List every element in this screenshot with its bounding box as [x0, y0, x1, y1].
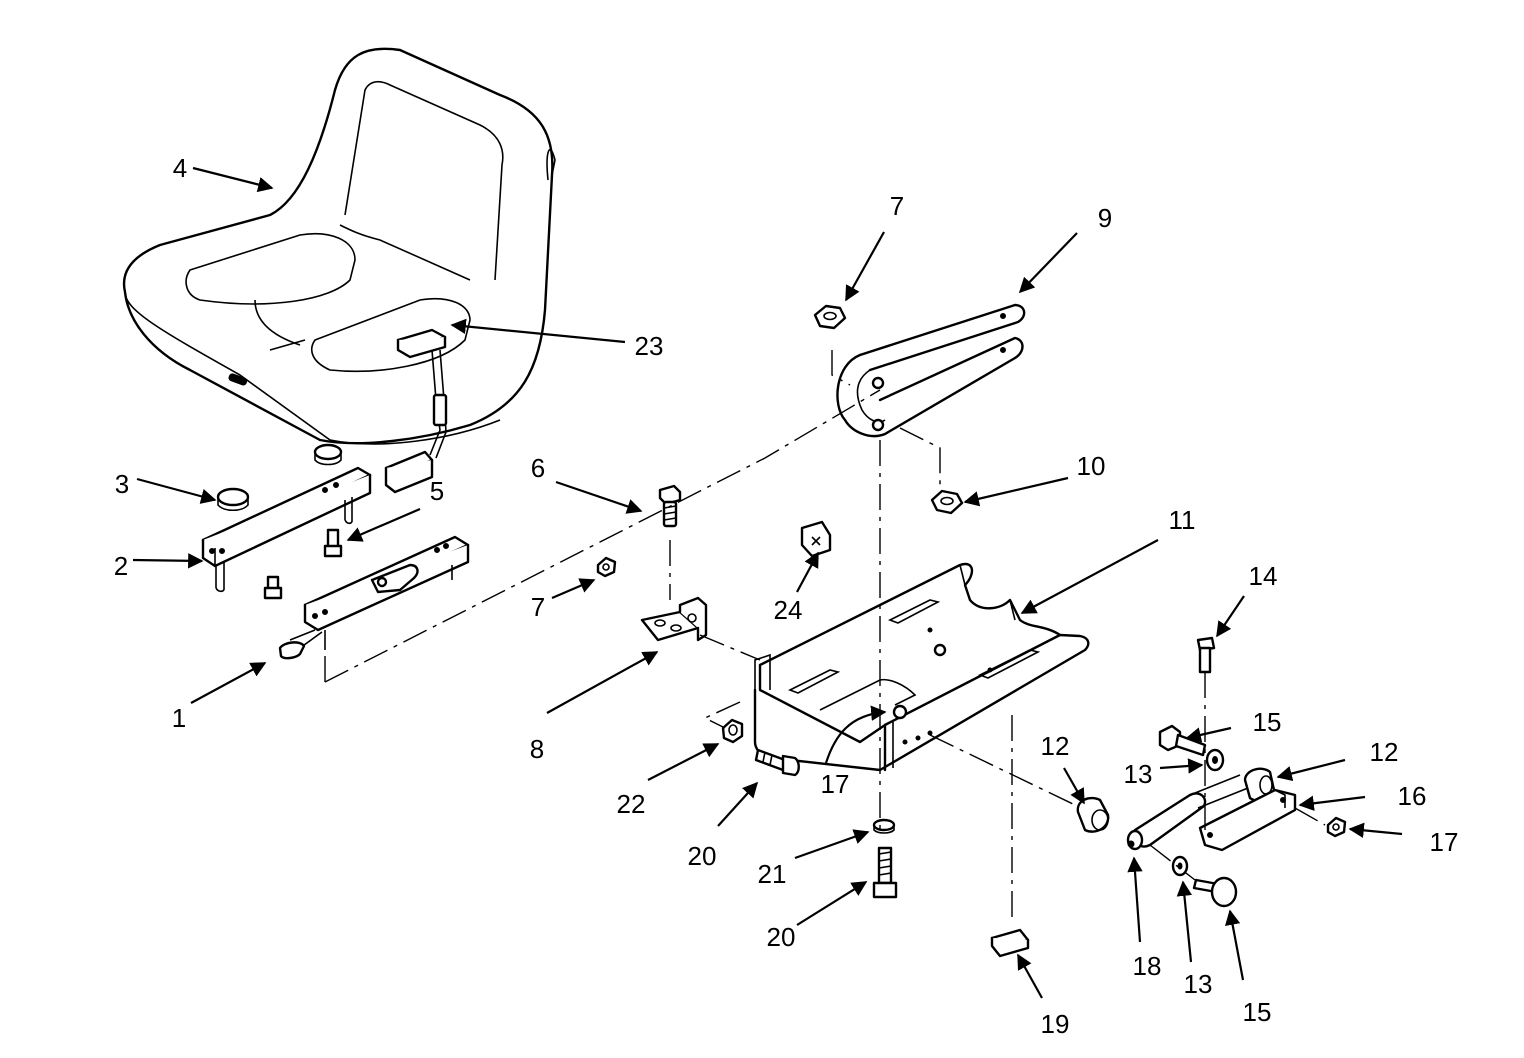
- callout-12-left: 12: [1040, 731, 1070, 761]
- callout-7-left: 7: [530, 592, 546, 622]
- callout-4: 4: [172, 153, 188, 183]
- nut-part-17-right: [1326, 816, 1347, 838]
- seat-part-4: [122, 47, 556, 445]
- callout-12-right: 12: [1369, 737, 1399, 767]
- callout-15-lower: 15: [1242, 997, 1272, 1027]
- callout-17-center: 17: [820, 769, 850, 799]
- strut-bracket-part-16: [1198, 788, 1297, 852]
- bolt-part-15-upper: [1158, 724, 1207, 757]
- washer-part-13-upper: [1205, 748, 1225, 772]
- callout-15-upper: 15: [1252, 707, 1282, 737]
- callout-23: 23: [634, 331, 664, 361]
- spacer-part-12-left: [1076, 796, 1110, 833]
- callout-3: 3: [114, 469, 130, 499]
- nut-part-7-left: [596, 556, 617, 578]
- callout-8: 8: [529, 734, 545, 764]
- callout-20-lower: 20: [766, 922, 796, 952]
- callout-1: 1: [171, 703, 187, 733]
- screws-part-5: [263, 528, 343, 600]
- callout-14: 14: [1248, 561, 1278, 591]
- seat-switch-part-23: [384, 328, 448, 494]
- callout-5: 5: [429, 476, 445, 506]
- nut-part-10: [930, 489, 964, 515]
- slide-rail-part-1: [278, 535, 470, 660]
- pivot-bracket-part-9: [836, 303, 1026, 438]
- cap-part-19: [990, 928, 1030, 958]
- callout-20-upper: 20: [687, 841, 717, 871]
- callout-22: 22: [616, 789, 646, 819]
- bolt-part-20-horizontal: [754, 748, 800, 777]
- bracket-part-8: [640, 596, 708, 642]
- seat-rail-part-2: [201, 466, 372, 593]
- callout-16: 16: [1397, 781, 1427, 811]
- callout-10: 10: [1076, 451, 1106, 481]
- callout-7-top: 7: [889, 191, 905, 221]
- callout-24: 24: [773, 595, 803, 625]
- callout-21: 21: [757, 859, 787, 889]
- decal-part-24: [800, 520, 832, 558]
- seat-pan-part-11: [753, 562, 1090, 772]
- nut-part-7-top: [813, 304, 847, 330]
- callout-11: 11: [1168, 505, 1196, 535]
- strut-assembly-part-18: [1126, 774, 1249, 851]
- bumper-pads-part-3: [216, 443, 343, 512]
- callout-19: 19: [1040, 1009, 1070, 1039]
- alignment-lines: [324, 350, 1326, 920]
- washer-part-22: [721, 718, 744, 744]
- bolt-part-15-lower: [1192, 876, 1238, 908]
- bolt-part-14: [1196, 636, 1216, 674]
- callout-9: 9: [1097, 203, 1113, 233]
- washer-part-13-lower: [1171, 855, 1189, 877]
- leader-arrows: [132, 166, 1403, 999]
- callout-6: 6: [530, 453, 546, 483]
- callout-13-upper: 13: [1123, 759, 1153, 789]
- washer-part-21: [872, 818, 896, 834]
- bolt-part-20-vertical: [872, 846, 898, 899]
- callout-17-right: 17: [1429, 827, 1459, 857]
- callout-18: 18: [1132, 951, 1162, 981]
- bolt-part-6: [658, 484, 682, 528]
- callout-2: 2: [113, 551, 129, 581]
- callout-13-lower: 13: [1183, 969, 1213, 999]
